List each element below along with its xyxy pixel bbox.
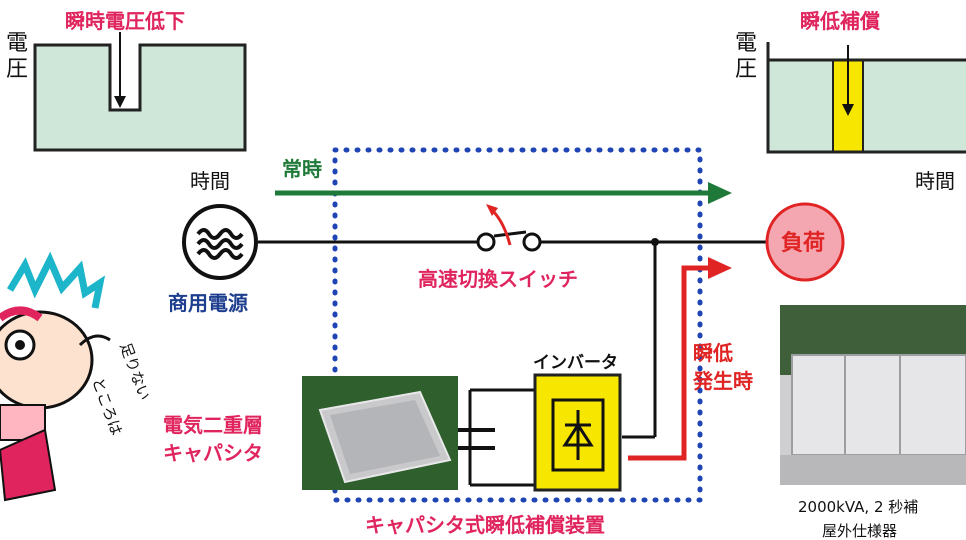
left-axis-label-1: 電 bbox=[6, 31, 28, 56]
right-time-label: 時間 bbox=[915, 169, 955, 193]
left-axis-label-2: 圧 bbox=[6, 57, 28, 82]
mascot-illustration bbox=[0, 251, 111, 502]
mascot-text-1: 足りない bbox=[116, 340, 153, 403]
capacitor-symbol bbox=[455, 388, 535, 487]
sag-label-2: 発生時 bbox=[692, 369, 753, 393]
photo-caption-1: 2000kVA, 2 秒補 bbox=[798, 498, 918, 516]
ac-source-icon bbox=[182, 204, 258, 280]
right-axis-label-2: 圧 bbox=[735, 57, 757, 82]
load-label: 負荷 bbox=[781, 230, 825, 256]
device-boundary bbox=[332, 147, 703, 503]
device-label: キャパシタ式瞬低補償装置 bbox=[365, 513, 605, 537]
left-time-label: 時間 bbox=[190, 169, 230, 193]
left-voltage-graph bbox=[33, 32, 247, 152]
right-axis-label-1: 電 bbox=[735, 31, 757, 56]
source-label: 商用電源 bbox=[168, 291, 248, 315]
capacitor-label-2: キャパシタ bbox=[163, 441, 263, 465]
capacitor-label-1: 電気二重層 bbox=[163, 413, 263, 437]
outdoor-unit-photo bbox=[780, 305, 966, 485]
mascot-text-2: ところは bbox=[88, 375, 125, 438]
switch-label: 高速切換スイッチ bbox=[418, 267, 578, 291]
normal-label: 常時 bbox=[282, 157, 322, 181]
inverter-box bbox=[533, 373, 622, 492]
left-graph-annotation: 瞬時電圧低下 bbox=[65, 9, 185, 33]
photo-caption-2: 屋外仕様器 bbox=[822, 522, 897, 540]
right-graph-annotation: 瞬低補償 bbox=[800, 9, 881, 33]
right-voltage-graph bbox=[766, 42, 966, 154]
sag-compensation-arrow bbox=[628, 257, 732, 461]
normal-path-arrow bbox=[275, 182, 732, 204]
main-line bbox=[258, 238, 768, 439]
fast-transfer-switch-icon bbox=[476, 204, 542, 252]
load-node bbox=[765, 202, 845, 282]
inverter-label: インバータ bbox=[533, 353, 618, 373]
capacitor-photo bbox=[302, 376, 458, 490]
sag-label-1: 瞬低 bbox=[693, 341, 733, 365]
